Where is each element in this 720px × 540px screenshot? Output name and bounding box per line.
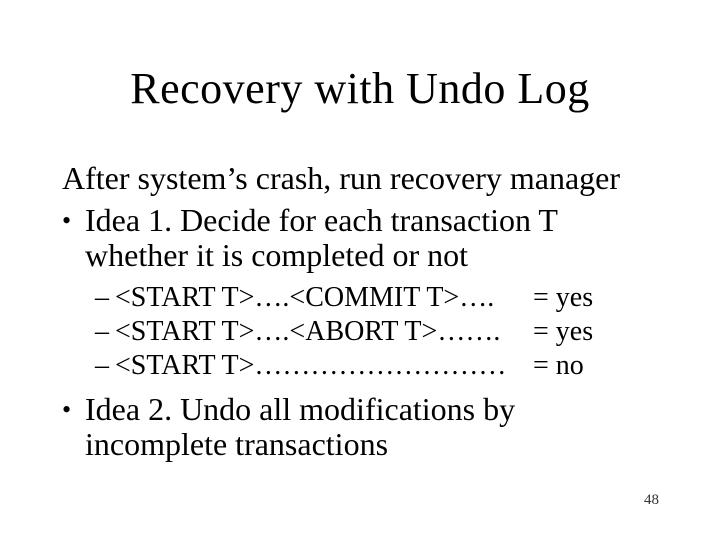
sub-bullet-list: –<START T>….<COMMIT T>…. = yes –<START T…: [95, 281, 655, 383]
log-sequence-abort: <START T>….<ABORT T>…….: [115, 316, 501, 347]
result-commit: = yes: [533, 282, 594, 313]
dash-marker: –: [95, 316, 109, 347]
sub-bullet-incomplete-case: –<START T>……………………… = no: [95, 349, 655, 383]
result-incomplete: = no: [533, 350, 584, 381]
sub-bullet-commit-case: –<START T>….<COMMIT T>…. = yes: [95, 281, 655, 315]
sub-bullet-abort-case: –<START T>….<ABORT T>……. = yes: [95, 315, 655, 349]
dash-marker: –: [95, 282, 109, 313]
dash-marker: –: [95, 350, 109, 381]
bullet-idea-1-text: Idea 1. Decide for each transaction T wh…: [85, 202, 558, 273]
slide-title: Recovery with Undo Log: [130, 64, 590, 113]
page-number: 48: [644, 492, 659, 508]
log-sequence-commit: <START T>….<COMMIT T>….: [115, 282, 495, 313]
lead-text: After system’s crash, run recovery manag…: [62, 160, 620, 196]
bullet-marker: •: [62, 206, 72, 235]
bullet-idea-2-text: Idea 2. Undo all modifications by incomp…: [85, 391, 516, 462]
bullet-marker: •: [62, 395, 72, 424]
log-sequence-incomplete: <START T>………………………: [115, 350, 507, 381]
bullet-idea-1: • Idea 1. Decide for each transaction T …: [62, 203, 567, 273]
result-abort: = yes: [533, 316, 594, 347]
bullet-idea-2: • Idea 2. Undo all modifications by inco…: [62, 392, 567, 462]
